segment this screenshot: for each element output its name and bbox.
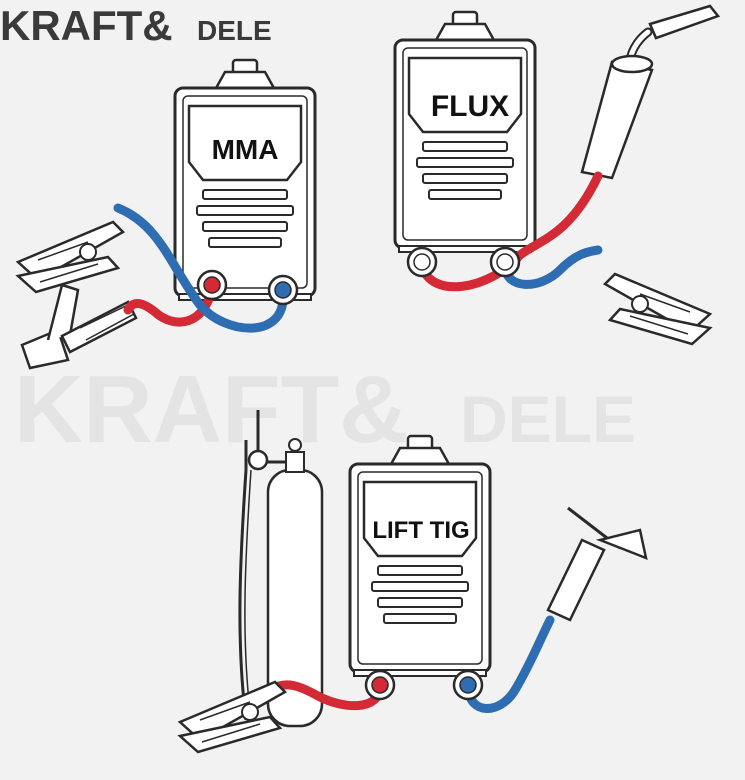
tig-ground-clamp-icon	[178, 680, 287, 754]
mma-negative-socket	[267, 274, 299, 306]
tig-positive-socket	[364, 669, 396, 701]
flux-right-socket	[489, 246, 521, 278]
tig-panel: LIFT TIG	[178, 410, 648, 754]
mma-positive-socket	[196, 269, 228, 301]
tig-negative-socket	[452, 669, 484, 701]
flux-left-socket	[406, 246, 438, 278]
watermark: KRAFT& DELE	[14, 356, 636, 463]
flux-label: FLUX	[431, 90, 509, 123]
tig-welder-icon	[348, 434, 492, 678]
tig-blue-cable	[463, 615, 555, 713]
mma-panel: MMA	[16, 58, 317, 370]
mma-blue-cable	[113, 203, 288, 333]
brand-logo-main: KRAFT&	[0, 2, 173, 49]
brand-logo-suffix: DELE	[197, 15, 272, 46]
ground-clamp-icon	[16, 220, 125, 294]
mma-label: MMA	[212, 134, 279, 165]
mma-welder-icon	[173, 58, 317, 302]
brand-logo: KRAFT& DELE	[0, 2, 272, 49]
tig-label: LIFT TIG	[372, 517, 469, 544]
watermark-main-text: KRAFT&	[14, 356, 409, 463]
flux-panel: FLUX	[393, 4, 721, 346]
electrode-holder-icon	[20, 283, 138, 370]
watermark-suffix-text: DELE	[460, 382, 636, 456]
tig-torch-icon	[546, 506, 648, 622]
flux-ground-clamp-icon	[603, 272, 712, 346]
tig-red-cable	[265, 680, 385, 711]
flux-blue-cable	[500, 245, 603, 289]
mig-torch-icon	[580, 4, 721, 180]
flux-welder-icon	[393, 10, 537, 254]
flux-red-cable	[417, 171, 603, 292]
gas-cylinder-icon	[238, 410, 324, 728]
